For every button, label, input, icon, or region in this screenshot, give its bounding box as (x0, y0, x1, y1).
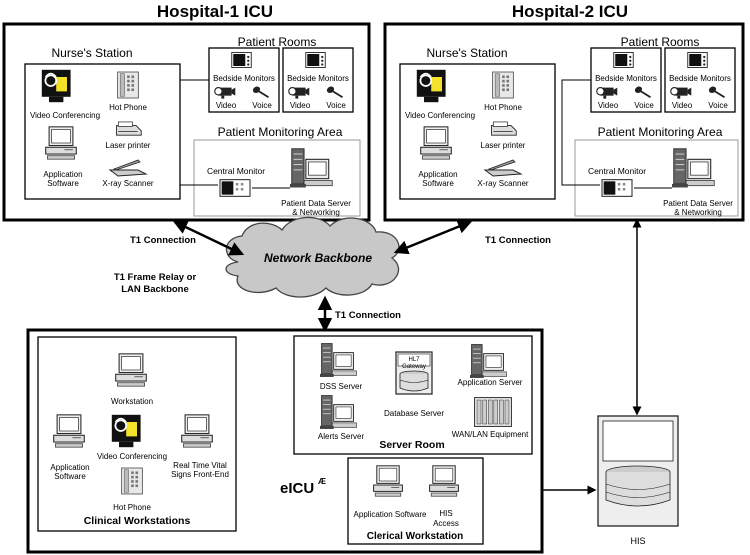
dss-server-label: DSS Server (320, 382, 363, 391)
central-monitor-label: Central Monitor (588, 166, 646, 176)
his-access-pc-icon (429, 465, 459, 497)
hl7-label-2: Gateway (402, 364, 426, 370)
video-conferencing-label: Video Conferencing (30, 111, 100, 120)
frame-relay-label-1: T1 Frame Relay or (114, 272, 197, 283)
t1-connection-arrow (172, 220, 245, 256)
application-software-label-2: Software (54, 472, 86, 481)
patient-room-box (282, 47, 354, 113)
t1-connection-label-left: T1 Connection (130, 235, 196, 246)
patient-rooms-title: Patient Rooms (621, 35, 700, 49)
hot-phone-icon (492, 71, 514, 99)
workstation-icon (420, 126, 452, 160)
workstation-icon (45, 126, 77, 160)
eicu-title-mark: Æ (318, 477, 326, 486)
video-conferencing-label: Video Conferencing (405, 111, 475, 120)
bedside-monitors-label: Bedside Monitors (595, 74, 657, 83)
t1-connection-label-right: T1 Connection (485, 235, 551, 246)
hot-phone-icon (117, 71, 139, 99)
application-software-label-1: Application (50, 463, 89, 472)
video-label: Video (290, 101, 311, 110)
data-server-label-2: & Networking (674, 208, 722, 217)
alerts-server-label: Alerts Server (318, 432, 365, 441)
central-monitor-icon (601, 179, 633, 197)
patient-rooms-title: Patient Rooms (238, 35, 317, 49)
application-software-pc-icon (373, 465, 403, 497)
server-room-title: Server Room (379, 439, 444, 451)
laser-printer-label: Laser printer (106, 141, 151, 150)
voice-label: Voice (634, 101, 654, 110)
clerical-workstation-title: Clerical Workstation (367, 531, 464, 542)
bedside-monitors-label: Bedside Monitors (213, 74, 275, 83)
xray-scanner-label: X-ray Scanner (102, 179, 153, 188)
bedside-monitor-icon (305, 52, 326, 68)
clerical-workstation-box (347, 457, 484, 545)
bedside-monitors-label: Bedside Monitors (669, 74, 731, 83)
monitoring-area-title: Patient Monitoring Area (598, 125, 723, 139)
clinical-workstations-title: Clinical Workstations (84, 515, 191, 527)
application-software-label-2: Software (47, 179, 79, 188)
t1-connection-label-center: T1 Connection (335, 310, 401, 321)
data-server-label-2: & Networking (292, 208, 340, 217)
nurse-station-title: Nurse's Station (52, 46, 133, 60)
hl7-label-1: HL7 (408, 357, 420, 363)
hospital2-icu: Nurse's Station Video Conferencing Hot P… (383, 22, 745, 222)
application-software-label-1: Application (418, 170, 457, 179)
voice-label: Voice (708, 101, 728, 110)
vital-signs-label-2: Signs Front-End (171, 470, 229, 479)
monitoring-area-title: Patient Monitoring Area (218, 125, 343, 139)
application-software-label-2: Software (422, 179, 454, 188)
bedside-monitor-icon (613, 52, 634, 68)
data-server-label-1: Patient Data Server (281, 199, 351, 208)
video-label: Video (672, 101, 693, 110)
video-label: Video (216, 101, 237, 110)
database-server-label: Database Server (384, 409, 444, 418)
wan-lan-label: WAN/LAN Equipment (452, 430, 529, 439)
video-label: Video (598, 101, 619, 110)
nurse-station-title: Nurse's Station (427, 46, 508, 60)
central-monitor-label: Central Monitor (207, 166, 265, 176)
his-access-label-1: HIS (439, 509, 452, 518)
voice-label: Voice (252, 101, 272, 110)
xray-scanner-label: X-ray Scanner (477, 179, 528, 188)
his-access-label-2: Access (433, 519, 459, 528)
voice-label: Voice (326, 101, 346, 110)
bedside-monitor-icon (687, 52, 708, 68)
application-server-label: Application Server (458, 378, 523, 387)
eicu-title: eICU (280, 480, 314, 497)
data-server-label-1: Patient Data Server (663, 199, 733, 208)
vital-signs-pc-icon (181, 414, 213, 448)
clerical-application-software-label: Application Software (354, 510, 427, 519)
t1-connection-arrow (393, 219, 473, 255)
application-pc-icon (53, 414, 85, 448)
hospital1-title: Hospital-1 ICU (157, 2, 273, 21)
eicu-center: Workstation Application Software Video C… (26, 328, 544, 554)
network-backbone-cloud: Network Backbone (225, 216, 400, 298)
application-software-label-1: Application (43, 170, 82, 179)
central-monitor-icon (219, 179, 251, 197)
monitoring-area-box (193, 139, 361, 217)
hospital2-title: Hospital-2 ICU (512, 2, 628, 21)
vital-signs-label-1: Real Time Vital (173, 461, 227, 470)
laser-printer-label: Laser printer (481, 141, 526, 150)
hot-phone-icon (121, 467, 143, 495)
network-backbone-label: Network Backbone (264, 251, 372, 265)
hot-phone-label: Hot Phone (484, 103, 522, 112)
hospital1-icu: Nurse's Station Video Conferencing Hot P… (2, 22, 371, 222)
hot-phone-label: Hot Phone (113, 503, 151, 512)
bedside-monitors-label: Bedside Monitors (287, 74, 349, 83)
workstation-label: Workstation (111, 397, 153, 406)
his-system: HIS (597, 415, 679, 546)
frame-relay-label-2: LAN Backbone (121, 284, 189, 295)
video-conferencing-label: Video Conferencing (97, 452, 167, 461)
wan-lan-equipment-icon (474, 397, 512, 427)
bedside-monitor-icon (231, 52, 252, 68)
hot-phone-label: Hot Phone (109, 103, 147, 112)
his-label: HIS (630, 536, 645, 546)
workstation-icon (115, 353, 147, 387)
